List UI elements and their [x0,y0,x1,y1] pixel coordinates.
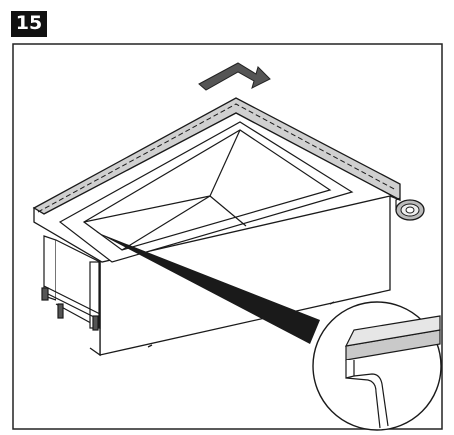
detail-callout-beam [96,232,320,344]
step-number-badge: 15 [11,11,47,36]
magnifier-detail-icon [312,301,442,431]
bathtub-basin [58,121,354,263]
panel-border [12,43,443,430]
sealing-tape-roll-icon [395,197,425,221]
support-frame [41,235,101,331]
chevron-arrow-right-icon [198,62,271,91]
